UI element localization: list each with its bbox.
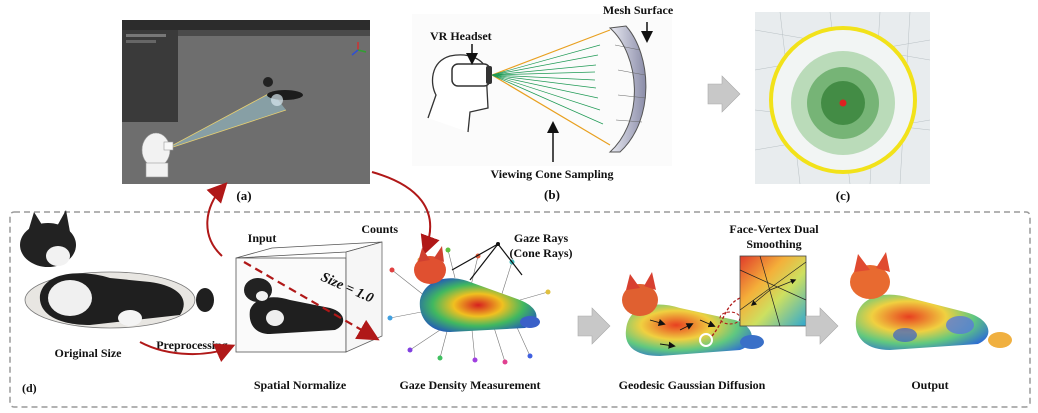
cone-rays-label: (Cone Rays) [510, 246, 573, 260]
panel-c-label: (c) [836, 188, 850, 203]
arrow-to-output-icon [805, 307, 839, 345]
face-vertex-smoothing-inset [739, 255, 807, 327]
panel-b-illustration [412, 14, 672, 166]
original-cat-image [20, 210, 214, 329]
mesh-surface-label: Mesh Surface [603, 3, 674, 17]
arrow-b-to-c-icon [707, 75, 741, 113]
mesh-surface-icon [608, 25, 647, 153]
spatial-normalize-label: Spatial Normalize [254, 378, 347, 392]
panel-c-gaze-points [754, 11, 931, 185]
counts-label: Counts [361, 222, 398, 236]
input-to-panel-a-arrow [206, 182, 228, 257]
normalized-box [235, 241, 383, 353]
input-label: Input [248, 231, 277, 245]
cone-rays [491, 29, 611, 146]
fv-smoothing-label-1: Face-Vertex Dual [729, 222, 819, 236]
arrow-to-diffusion-icon [577, 307, 611, 345]
output-cat [850, 252, 1012, 350]
gaze-rays-label: Gaze Rays [514, 231, 569, 245]
output-label: Output [911, 378, 948, 392]
original-size-label: Original Size [55, 346, 123, 360]
geodesic-label: Geodesic Gaussian Diffusion [619, 378, 766, 392]
panel-d-frame [9, 211, 1031, 408]
head-wireframe-icon [141, 132, 174, 178]
panel-a-screenshot [122, 20, 370, 184]
geodesic-diffusion-cat [622, 272, 764, 356]
preprocessing-label: Preprocessing [156, 338, 228, 352]
fv-smoothing-label-2: Smoothing [746, 237, 801, 251]
gaze-density-label: Gaze Density Measurement [399, 378, 540, 392]
vr-head-icon [427, 54, 492, 133]
panel-a-label: (a) [236, 188, 251, 203]
panel-d-label: (d) [22, 381, 37, 395]
preprocessing-arrow [139, 341, 236, 363]
gaze-density-cat [387, 242, 551, 365]
gizmo-icon [351, 42, 367, 56]
viewing-cone-label: Viewing Cone Sampling [491, 167, 614, 181]
vr-headset-label: VR Headset [430, 29, 492, 43]
panel-b-label: (b) [544, 187, 560, 202]
cat-thumbnail-icon [263, 77, 303, 106]
panel-a-to-counts-arrow [371, 171, 440, 256]
